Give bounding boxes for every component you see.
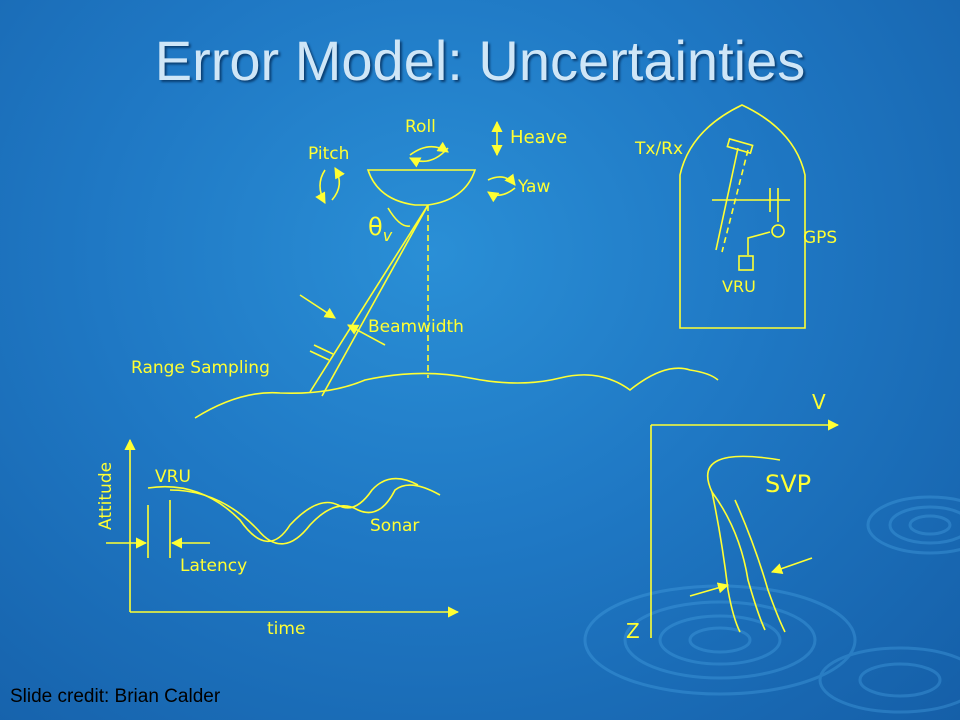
latency-label: Latency: [180, 556, 247, 576]
svp-arrow-icon-2: [770, 557, 813, 574]
vru-plot-label: VRU: [155, 467, 191, 487]
range-sampling-label: Range Sampling: [131, 358, 270, 378]
slide-title: Error Model: Uncertainties: [154, 29, 806, 92]
range-sample-tick: [313, 344, 334, 355]
txrx-transducer-icon: [726, 137, 754, 155]
gps-label: GPS: [803, 228, 837, 248]
svp-profile-curve-3: [734, 499, 786, 633]
z-axis-label: Z: [626, 619, 640, 643]
roll-arrow-icon-2: [408, 147, 449, 168]
heave-label: Heave: [510, 127, 567, 148]
pitch-label: Pitch: [308, 144, 349, 164]
beamwidth-arrow-icon-2: [347, 324, 386, 346]
gps-antenna-icon: [771, 224, 785, 238]
sonar-label: Sonar: [370, 516, 419, 536]
vru-box-icon: [738, 255, 754, 271]
slide-credit: Slide credit: Brian Calder: [10, 686, 221, 707]
transducer-head: [366, 169, 477, 206]
beam-angle-arc: [387, 207, 411, 227]
svp-label: SVP: [765, 470, 811, 498]
pitch-arrow-icon: [315, 169, 326, 204]
sonar-signal-curve: [169, 484, 441, 545]
txrx-label: Tx/Rx: [634, 139, 683, 159]
yaw-label: Yaw: [517, 177, 550, 197]
svp-profile-curve: [706, 455, 781, 631]
vru-signal-curve: [147, 477, 419, 543]
beam-edge-left: [309, 204, 429, 393]
v-axis-label: V: [812, 390, 826, 414]
attitude-label: Attitude: [96, 462, 116, 530]
yaw-arrow-icon-2: [487, 187, 516, 203]
roll-label: Roll: [405, 117, 436, 137]
beamwidth-arrow-icon: [299, 294, 336, 319]
svp-arrow-icon: [689, 582, 730, 597]
time-label: time: [267, 619, 305, 639]
seabed-profile: [194, 367, 719, 419]
pitch-arrow-icon-2: [331, 167, 345, 201]
yaw-arrow-icon: [487, 173, 516, 186]
theta-label: θv: [368, 213, 393, 245]
txrx-line: [721, 149, 749, 253]
range-sample-tick-2: [309, 350, 330, 361]
theta-symbol: θ: [368, 213, 383, 241]
vru-boat-label: VRU: [722, 277, 756, 296]
vru-link: [747, 231, 771, 255]
boat-hull: [679, 104, 806, 329]
beamwidth-label: Beamwidth: [368, 317, 464, 337]
theta-subscript: v: [383, 226, 393, 245]
beam-edge-right: [321, 204, 429, 397]
txrx-line-2: [715, 147, 739, 251]
